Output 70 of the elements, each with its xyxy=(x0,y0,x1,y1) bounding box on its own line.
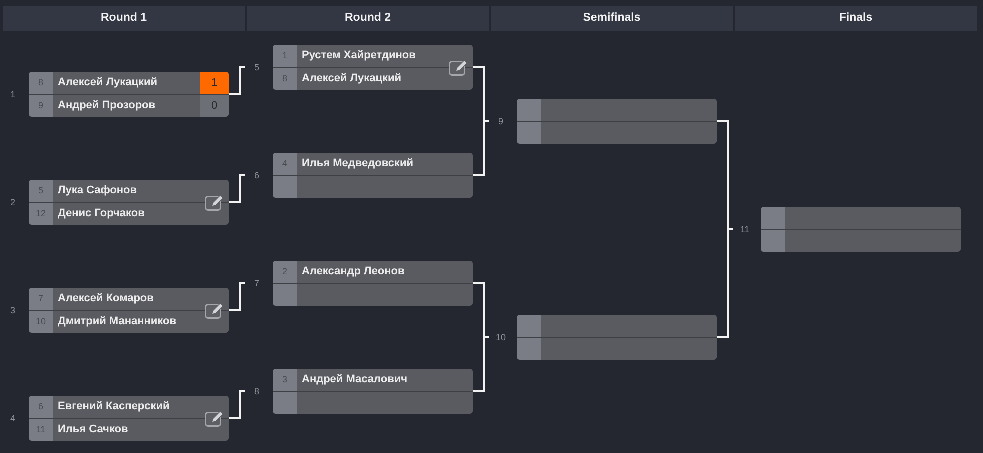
empty-player-row xyxy=(273,176,473,198)
match-number: 8 xyxy=(254,387,260,396)
bracket-line xyxy=(473,336,489,392)
player-name: Алексей Комаров xyxy=(58,292,154,306)
match-score: 1 xyxy=(200,72,229,94)
player-row xyxy=(29,203,229,225)
empty-player-row xyxy=(761,207,961,229)
player-row xyxy=(29,288,229,310)
player-name: Илья Медведовский xyxy=(302,158,414,170)
match-number: 6 xyxy=(254,171,260,180)
match-number: 10 xyxy=(496,333,506,342)
column-header: Round 2 xyxy=(247,6,489,31)
match-score: 0 xyxy=(200,95,229,117)
player-name: Алексей Лукацкий xyxy=(58,76,158,90)
bracket-line xyxy=(717,228,733,338)
match-number: 9 xyxy=(498,117,504,126)
bracket-line xyxy=(473,120,489,176)
match-number: 4 xyxy=(10,414,16,423)
match-box xyxy=(29,396,229,441)
player-row xyxy=(29,180,229,202)
empty-player-row xyxy=(761,230,961,252)
empty-player-row xyxy=(517,338,717,360)
player-row xyxy=(273,68,473,90)
player-row xyxy=(29,396,229,418)
match-number: 5 xyxy=(254,63,260,72)
bracket-line xyxy=(229,390,245,420)
match-box xyxy=(761,207,961,252)
player-name: Евгений Касперский xyxy=(58,400,170,414)
match-box xyxy=(517,315,717,360)
match-number: 2 xyxy=(10,198,16,207)
player-row xyxy=(29,311,229,333)
empty-player-row xyxy=(517,99,717,121)
match-number: 7 xyxy=(254,279,260,288)
match-box xyxy=(273,45,473,90)
bracket-line xyxy=(229,282,245,312)
match-box xyxy=(517,99,717,144)
player-name: Андрей Масалович xyxy=(302,374,408,386)
match-number: 11 xyxy=(740,225,750,234)
match-box xyxy=(273,261,473,306)
match-number: 3 xyxy=(10,306,16,315)
player-row xyxy=(273,153,473,175)
match-box xyxy=(273,369,473,414)
match-number: 1 xyxy=(10,90,16,99)
player-name: Алексей Лукацкий xyxy=(302,72,402,86)
player-row xyxy=(273,369,473,391)
match-box xyxy=(29,180,229,225)
empty-player-row xyxy=(273,284,473,306)
empty-player-row xyxy=(273,392,473,414)
player-name: Лука Сафонов xyxy=(58,184,138,198)
player-name: Илья Сачков xyxy=(58,424,128,436)
player-name: Дмитрий Мананников xyxy=(58,316,176,328)
player-row xyxy=(29,72,229,94)
player-name: Александр Леонов xyxy=(302,266,405,278)
bracket-line xyxy=(229,66,245,96)
player-row xyxy=(29,95,229,117)
empty-player-row xyxy=(517,315,717,337)
empty-player-row xyxy=(517,122,717,144)
match-box xyxy=(273,153,473,198)
player-row xyxy=(29,419,229,441)
player-row xyxy=(273,45,473,67)
column-header: Finals xyxy=(735,6,977,31)
player-name: Рустем Хайретдинов xyxy=(302,50,416,62)
column-header: Semifinals xyxy=(491,6,733,31)
match-box xyxy=(29,72,229,117)
bracket-line xyxy=(229,174,245,204)
player-name: Андрей Прозоров xyxy=(58,100,156,112)
column-header: Round 1 xyxy=(3,6,245,31)
player-row xyxy=(273,261,473,283)
match-box xyxy=(29,288,229,333)
player-name: Денис Горчаков xyxy=(58,208,145,220)
